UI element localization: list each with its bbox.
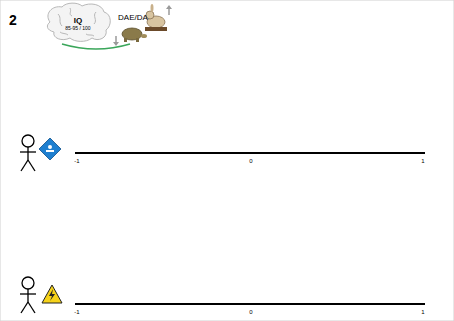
iq-label: IQ [74, 17, 82, 25]
trend-arrows [113, 5, 172, 46]
scale-axis [75, 152, 425, 154]
group-label: DAE/DA [118, 14, 148, 22]
figure-number: 2 [9, 13, 17, 27]
brain-icon [47, 3, 110, 41]
axis-tick: -1 [74, 158, 79, 164]
axis-tick: 1 [421, 158, 424, 164]
axis-tick: 0 [249, 309, 252, 315]
stick-figure [20, 135, 36, 171]
blue-diamond-sign [39, 138, 61, 160]
axis-tick: 0 [249, 158, 252, 164]
axis-tick: 1 [421, 309, 424, 315]
iq-range: 85-95 / 100 [65, 26, 90, 31]
hare-icon [145, 4, 167, 31]
axis-tick: -1 [74, 309, 79, 315]
warning-triangle [42, 285, 62, 303]
scale-axis [75, 303, 425, 305]
link-arc [62, 44, 130, 49]
stick-figure [20, 277, 36, 313]
tortoise-icon [122, 28, 147, 42]
